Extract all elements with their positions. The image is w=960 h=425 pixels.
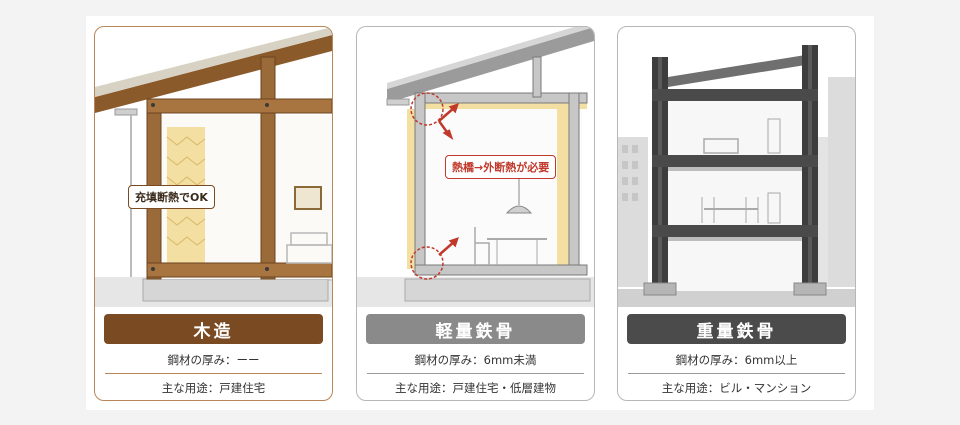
wood-house-illustration (95, 27, 332, 307)
steel-thickness-text: 鋼材の厚み：ーー (167, 353, 260, 367)
main-usage-text: 主な用途：ビル・マンション (661, 381, 812, 395)
card-heavy-steel: 重量鉄骨 鋼材の厚み：6mm以上 主な用途：ビル・マンション (617, 26, 856, 401)
callout-thermal-bridge: 熱橋→外断熱が必要 (445, 155, 557, 179)
main-usage-text: 主な用途：戸建住宅 (161, 381, 266, 395)
comparison-panel: 充填断熱でOK 木造 鋼材の厚み：ーー 主な用途：戸建住宅 (86, 16, 874, 410)
card-light-steel: 熱橋→外断熱が必要 軽量鉄骨 鋼材の厚み：6mm未満 主な用途：戸建住宅・低層建… (356, 26, 595, 401)
structure-title: 重量鉄骨 (627, 314, 846, 344)
light-steel-house-illustration (357, 27, 594, 307)
steel-thickness-text: 鋼材の厚み：6mm以上 (675, 353, 798, 367)
divider (367, 373, 584, 374)
steel-thickness-text: 鋼材の厚み：6mm未満 (414, 353, 537, 367)
divider (628, 373, 845, 374)
structure-title: 木造 (104, 314, 323, 344)
divider (105, 373, 322, 374)
main-usage-text: 主な用途：戸建住宅・低層建物 (395, 381, 556, 395)
callout-fill-insulation: 充填断熱でOK (128, 185, 215, 209)
heavy-steel-building-illustration (618, 45, 855, 307)
card-wood: 充填断熱でOK 木造 鋼材の厚み：ーー 主な用途：戸建住宅 (94, 26, 333, 401)
structure-title: 軽量鉄骨 (366, 314, 585, 344)
